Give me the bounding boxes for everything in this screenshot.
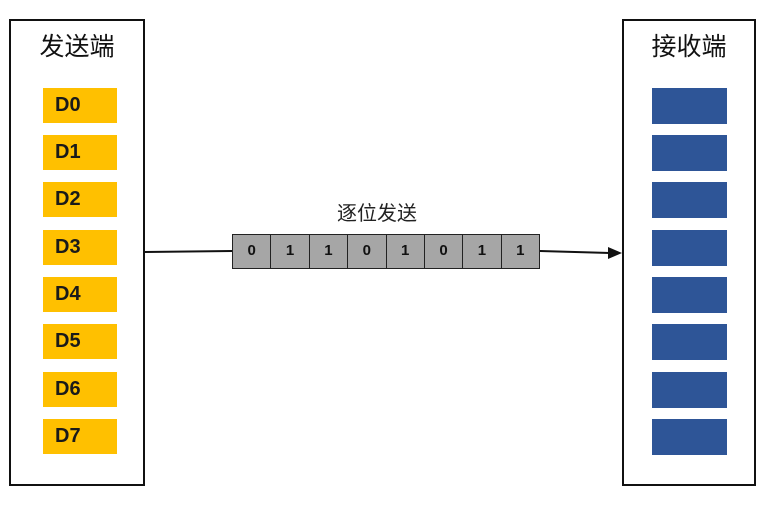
bit-cell-5: 0 — [425, 235, 464, 268]
bit-cell-7: 1 — [516, 242, 525, 259]
receiver-wire — [539, 250, 611, 254]
receiver-title: 接收端 — [651, 32, 727, 61]
data-bit-d7: D7 — [43, 419, 117, 454]
data-bit-d4: D4 — [43, 277, 117, 312]
sender-wire — [144, 250, 233, 253]
receiver-slot-5 — [652, 324, 727, 360]
receiver-slot-4 — [652, 277, 727, 313]
data-bit-d0: D0 — [43, 88, 117, 123]
receiver-panel: 接收端 — [622, 19, 756, 486]
sender-panel: 发送端 D0 D1 D2 D3 D4 D5 D6 D7 — [9, 19, 145, 486]
bit-cell-1: 1 — [271, 235, 310, 268]
receiver-slot-1 — [652, 135, 727, 171]
receiver-slot-7 — [652, 419, 727, 455]
bit-cell-6: 1 — [463, 235, 502, 268]
data-bit-d6: D6 — [43, 372, 117, 407]
receiver-slot-6 — [652, 372, 727, 408]
data-bit-d1: D1 — [43, 135, 117, 170]
bit-cell-0: 0 — [233, 235, 272, 268]
receiver-slot-0 — [652, 88, 727, 124]
receiver-slot-2 — [652, 182, 727, 218]
bit-cell-3: 0 — [348, 235, 387, 268]
arrow-right-icon — [608, 247, 622, 259]
sender-title: 发送端 — [39, 32, 115, 61]
data-bit-d5: D5 — [43, 324, 117, 359]
receiver-slot-3 — [652, 230, 727, 266]
bit-stream: 0 1 1 0 1 0 1 1 — [232, 234, 540, 269]
data-bit-d3: D3 — [43, 230, 117, 265]
transmission-caption: 逐位发送 — [337, 201, 417, 225]
bit-cell-2: 1 — [310, 235, 349, 268]
data-bit-d2: D2 — [43, 182, 117, 217]
bit-cell-4: 1 — [387, 235, 425, 268]
